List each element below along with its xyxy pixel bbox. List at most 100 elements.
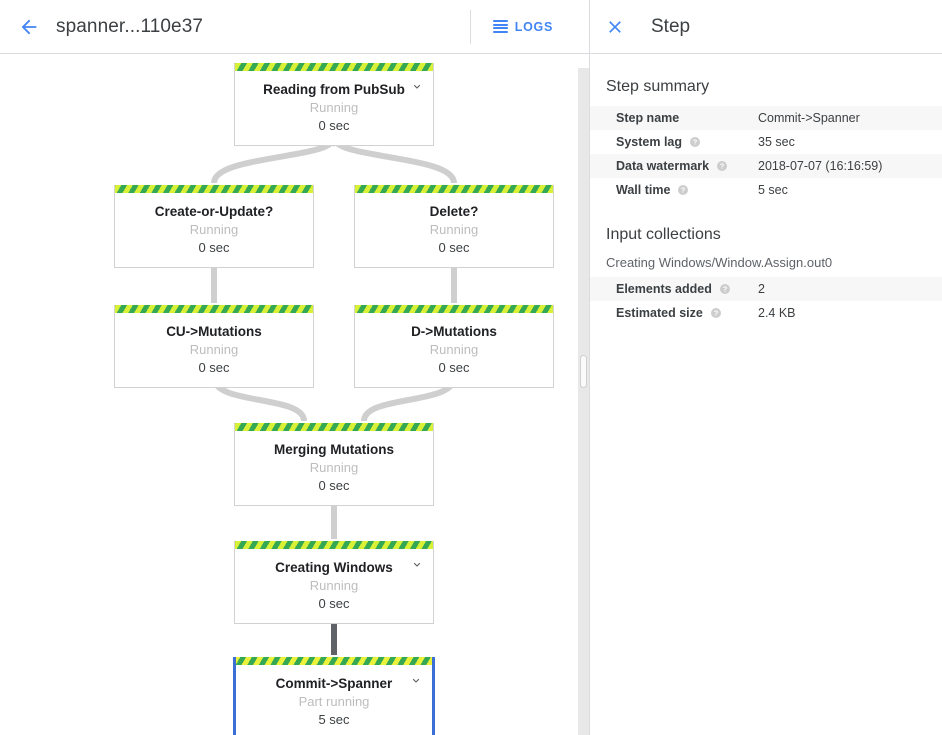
node-status: Running xyxy=(309,100,359,115)
header-divider xyxy=(469,9,471,44)
help-icon[interactable]: ? xyxy=(677,184,689,196)
table-row: Wall time ? 5 sec xyxy=(590,178,942,202)
back-button[interactable] xyxy=(6,4,52,50)
table-row: Data watermark ? 2018-07-07 (16:16:59) xyxy=(590,154,942,178)
graph-node-d-mutations[interactable]: D->Mutations Running 0 sec xyxy=(354,305,554,388)
node-body: Create-or-Update? Running 0 sec xyxy=(115,193,313,267)
node-time: 0 sec xyxy=(198,360,230,375)
table-row: Elements added ? 2 xyxy=(590,277,942,301)
graph-edges xyxy=(206,135,462,655)
logs-button[interactable]: LOGS xyxy=(481,13,567,41)
row-value: 5 sec xyxy=(758,183,788,197)
job-graph-canvas[interactable]: Reading from PubSub Running 0 sec Create… xyxy=(0,55,578,735)
scrollbar-thumb[interactable] xyxy=(580,355,587,388)
node-status-stripe xyxy=(235,541,433,549)
node-time: 0 sec xyxy=(438,360,470,375)
arrow-left-icon xyxy=(18,16,40,38)
node-body: Creating Windows Running 0 sec xyxy=(235,549,433,623)
node-body: Merging Mutations Running 0 sec xyxy=(235,431,433,505)
node-time: 0 sec xyxy=(318,118,350,133)
svg-text:?: ? xyxy=(723,285,728,294)
help-icon[interactable]: ? xyxy=(719,283,731,295)
graph-node-commit-spanner[interactable]: Commit->Spanner Part running 5 sec xyxy=(233,657,435,735)
node-status-stripe xyxy=(115,305,313,313)
row-value: 35 sec xyxy=(758,135,795,149)
row-key: Step name xyxy=(590,111,758,125)
row-key-label: Estimated size xyxy=(616,306,703,320)
node-body: CU->Mutations Running 0 sec xyxy=(115,313,313,387)
table-row: Step name Commit->Spanner xyxy=(590,106,942,130)
svg-text:?: ? xyxy=(681,186,686,195)
graph-node-merging-mutations[interactable]: Merging Mutations Running 0 sec xyxy=(234,423,434,506)
node-title: Merging Mutations xyxy=(274,442,394,457)
svg-text:?: ? xyxy=(720,162,725,171)
node-body: Commit->Spanner Part running 5 sec xyxy=(236,665,432,735)
job-graph-pane: spanner...110e37 LOGS xyxy=(0,0,589,735)
input-collections-heading: Input collections xyxy=(606,226,721,243)
row-key-label: Wall time xyxy=(616,183,671,197)
row-value: Commit->Spanner xyxy=(758,111,860,125)
node-time: 0 sec xyxy=(318,478,350,493)
row-key-label: Data watermark xyxy=(616,159,710,173)
node-time: 0 sec xyxy=(198,240,230,255)
node-body: D->Mutations Running 0 sec xyxy=(355,313,553,387)
table-row: Estimated size ? 2.4 KB xyxy=(590,301,942,325)
node-status: Running xyxy=(429,342,479,357)
chevron-down-icon[interactable] xyxy=(410,675,422,687)
node-status-stripe xyxy=(235,423,433,431)
help-icon[interactable]: ? xyxy=(716,160,728,172)
table-row: System lag ? 35 sec xyxy=(590,130,942,154)
node-status-stripe xyxy=(355,185,553,193)
row-key: System lag ? xyxy=(590,135,758,149)
node-title: Create-or-Update? xyxy=(154,204,274,219)
step-summary-table: Step name Commit->Spanner System lag ? 3… xyxy=(590,106,942,202)
node-title: CU->Mutations xyxy=(166,324,262,339)
job-header-bar: spanner...110e37 LOGS xyxy=(0,0,589,54)
node-title: Delete? xyxy=(429,204,479,219)
list-icon xyxy=(492,20,508,33)
graph-node-create-or-update[interactable]: Create-or-Update? Running 0 sec xyxy=(114,185,314,268)
node-body: Delete? Running 0 sec xyxy=(355,193,553,267)
row-key-label: Step name xyxy=(616,111,680,125)
svg-text:?: ? xyxy=(714,309,719,318)
row-value: 2.4 KB xyxy=(758,306,796,320)
help-icon[interactable]: ? xyxy=(689,136,701,148)
node-time: 0 sec xyxy=(438,240,470,255)
row-key: Data watermark ? xyxy=(590,159,758,173)
graph-node-cu-mutations[interactable]: CU->Mutations Running 0 sec xyxy=(114,305,314,388)
help-icon[interactable]: ? xyxy=(710,307,722,319)
chevron-down-icon[interactable] xyxy=(411,559,423,571)
node-time: 5 sec xyxy=(318,712,350,727)
graph-node-delete[interactable]: Delete? Running 0 sec xyxy=(354,185,554,268)
node-title: D->Mutations xyxy=(411,324,497,339)
node-title: Reading from PubSub xyxy=(263,82,405,97)
node-status: Running xyxy=(429,222,479,237)
graph-node-reading-from-pubsub[interactable]: Reading from PubSub Running 0 sec xyxy=(234,63,434,146)
node-status-stripe xyxy=(355,305,553,313)
pane-divider xyxy=(589,0,590,735)
graph-node-creating-windows[interactable]: Creating Windows Running 0 sec xyxy=(234,541,434,624)
step-panel-header: Step xyxy=(590,0,942,54)
node-status: Part running xyxy=(298,694,370,709)
close-icon xyxy=(605,17,625,37)
step-details-pane: Step Step summary Step name Commit->Span… xyxy=(590,0,942,735)
node-status-stripe xyxy=(115,185,313,193)
node-status: Running xyxy=(189,342,239,357)
input-collections-table: Elements added ? 2 Estimated size ? 2 xyxy=(590,277,942,325)
chevron-down-icon[interactable] xyxy=(411,81,423,93)
row-key-label: Elements added xyxy=(616,282,712,296)
node-title: Creating Windows xyxy=(275,560,393,575)
node-body: Reading from PubSub Running 0 sec xyxy=(235,71,433,145)
row-key: Elements added ? xyxy=(590,282,758,296)
input-collection-name: Creating Windows/Window.Assign.out0 xyxy=(606,255,833,270)
step-summary-heading: Step summary xyxy=(606,78,710,95)
row-key-label: System lag xyxy=(616,135,683,149)
step-panel-content: Step summary Step name Commit->Spanner S… xyxy=(590,77,942,325)
row-key: Wall time ? xyxy=(590,183,758,197)
row-key: Estimated size ? xyxy=(590,306,758,320)
row-value: 2 xyxy=(758,282,765,296)
svg-text:?: ? xyxy=(693,138,698,147)
graph-vertical-scrollbar[interactable] xyxy=(578,68,589,735)
node-status-stripe xyxy=(235,63,433,71)
close-button[interactable] xyxy=(595,7,635,47)
